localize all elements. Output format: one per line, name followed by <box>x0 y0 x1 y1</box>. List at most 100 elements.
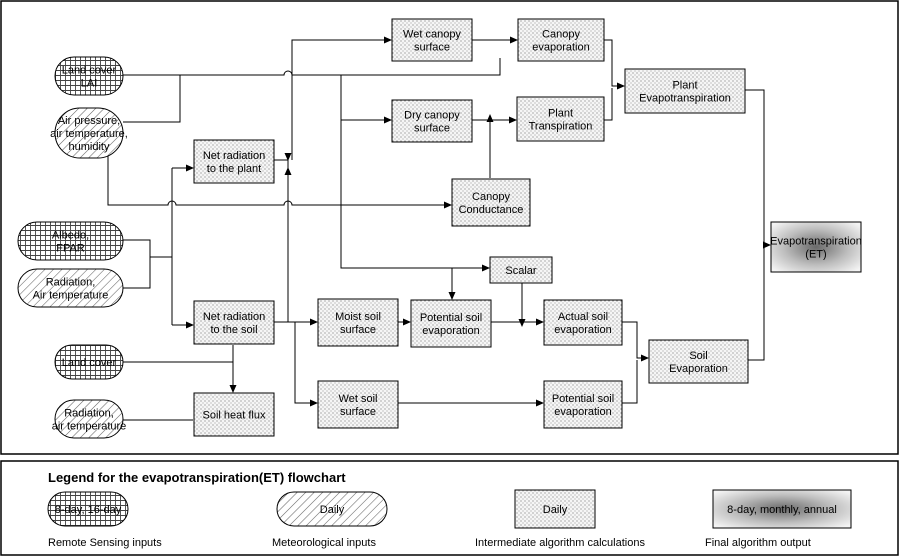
node-land-cover-lai-shape <box>54 56 124 96</box>
node-wet-soil-surface-shape <box>317 380 399 429</box>
node-land-cover-label: Land cover <box>62 357 117 369</box>
node-canopy-conductance-label: Conductance <box>459 204 524 216</box>
node-potential-soil-evaporation-2-label: evaporation <box>554 406 612 418</box>
node-potential-soil-evaporation-2-shape <box>543 380 623 429</box>
node-air-pressure-shape <box>54 107 124 159</box>
node-plant-transpiration-label: Transpiration <box>529 120 593 132</box>
node-albedo-fpar-shape <box>17 221 124 261</box>
node-wet-canopy-surface-label: Wet canopy <box>403 28 461 40</box>
node-net-radiation-soil-shape <box>193 300 275 345</box>
node-soil-heat-flux: Soil heat flux <box>193 392 275 437</box>
node-plant-evapotranspiration-label: Evapotranspiration <box>639 92 731 104</box>
legend-symbol-meteo-label: Daily <box>320 504 345 516</box>
legend-symbol-calc-shape <box>514 489 596 529</box>
legend-symbol-meteo: Daily <box>276 491 388 527</box>
legend-symbol-calc: Daily <box>514 489 596 529</box>
node-soil-evaporation-label: Soil <box>689 350 707 362</box>
node-air-pressure-label: air temperature, <box>50 128 128 140</box>
node-net-radiation-plant-label: to the plant <box>207 163 261 175</box>
node-potential-soil-evaporation-1-label: Potential soil <box>420 312 482 324</box>
node-canopy-evaporation-label: Canopy <box>542 28 580 40</box>
node-soil-heat-flux-label: Soil heat flux <box>203 409 266 421</box>
legend-symbol-remote: 8-day, 16-day <box>47 491 129 527</box>
node-evapotranspiration: Evapotranspiration(ET) <box>770 221 862 273</box>
node-air-pressure-label: Air pressure, <box>58 115 120 127</box>
node-scalar-label: Scalar <box>505 265 537 277</box>
node-canopy-conductance-label: Canopy <box>472 191 510 203</box>
legend-symbol-calc-label: Daily <box>543 504 568 516</box>
legend-symbol-output-shape <box>712 489 852 529</box>
node-plant-transpiration-label: Plant <box>548 107 573 119</box>
node-net-radiation-plant-label: Net radiation <box>203 150 265 162</box>
node-dry-canopy-surface-label: Dry canopy <box>404 109 460 121</box>
node-soil-evaporation-label: Evaporation <box>669 363 728 375</box>
node-land-cover-lai-label: LAI <box>81 77 98 89</box>
node-radiation-air-temp-2: Radiation,air temperature <box>52 399 127 439</box>
node-albedo-fpar-label: FPAR <box>56 242 85 254</box>
node-potential-soil-evaporation-2-label: Potential soil <box>552 393 614 405</box>
legend-symbol-meteo-shape <box>276 491 388 527</box>
node-plant-evapotranspiration-label: Plant <box>672 79 697 91</box>
node-scalar-shape <box>489 256 553 284</box>
legend-symbol-output: 8-day, monthly, annual <box>712 489 852 529</box>
node-net-radiation-soil-label: Net radiation <box>203 311 265 323</box>
node-radiation-air-temp-shape <box>17 268 124 308</box>
node-potential-soil-evaporation-1-shape <box>410 299 492 348</box>
diagram-frame <box>0 0 899 455</box>
node-land-cover-shape <box>54 344 124 380</box>
node-canopy-evaporation-label: evaporation <box>532 41 590 53</box>
node-air-pressure: Air pressure,air temperature,humidity <box>50 107 128 159</box>
node-land-cover-lai-label: Land cover <box>62 64 117 76</box>
node-canopy-conductance-shape <box>451 178 531 227</box>
legend-caption-output: Final algorithm output <box>705 537 811 549</box>
legend-title: Legend for the evapotranspiration(ET) fl… <box>48 470 346 485</box>
node-radiation-air-temp-2-label: Radiation, <box>64 407 114 419</box>
node-evapotranspiration-shape <box>770 221 862 273</box>
node-plant-evapotranspiration-shape <box>624 68 746 114</box>
legend-frame <box>0 460 899 556</box>
legend-symbol-remote-label: 8-day, 16-day <box>55 504 122 516</box>
legend-symbol-remote-shape <box>47 491 129 527</box>
node-radiation-air-temp-2-label: air temperature <box>52 420 127 432</box>
legend-caption-meteo: Meteorological inputs <box>272 537 376 549</box>
node-wet-soil-surface-label: Wet soil <box>339 393 378 405</box>
node-net-radiation-plant-shape <box>193 139 275 184</box>
node-radiation-air-temp-label: Air temperature <box>33 289 109 301</box>
node-canopy-evaporation-shape <box>517 18 605 62</box>
node-wet-canopy-surface-shape <box>391 18 473 62</box>
node-evapotranspiration-label: Evapotranspiration <box>770 235 862 247</box>
connectors <box>107 36 771 421</box>
node-moist-soil-surface-label: surface <box>340 324 376 336</box>
node-wet-soil-surface-label: surface <box>340 406 376 418</box>
legend-caption-calc: Intermediate algorithm calculations <box>475 537 645 549</box>
node-actual-soil-evaporation-label: Actual soil <box>558 311 608 323</box>
node-actual-soil-evaporation-label: evaporation <box>554 324 612 336</box>
node-dry-canopy-surface-shape <box>391 99 473 143</box>
node-albedo-fpar: Albedo,FPAR <box>17 221 124 261</box>
legend-symbol-output-label: 8-day, monthly, annual <box>727 504 837 516</box>
node-net-radiation-soil-label: to the soil <box>210 324 257 336</box>
legend-caption-remote: Remote Sensing inputs <box>48 537 162 549</box>
node-evapotranspiration-label: (ET) <box>805 248 826 260</box>
node-soil-evaporation-shape <box>648 339 749 384</box>
node-dry-canopy-surface-label: surface <box>414 122 450 134</box>
node-radiation-air-temp-label: Radiation, <box>46 276 96 288</box>
node-radiation-air-temp: Radiation,Air temperature <box>17 268 124 308</box>
node-actual-soil-evaporation-shape <box>543 299 623 346</box>
node-moist-soil-surface-shape <box>317 298 399 347</box>
